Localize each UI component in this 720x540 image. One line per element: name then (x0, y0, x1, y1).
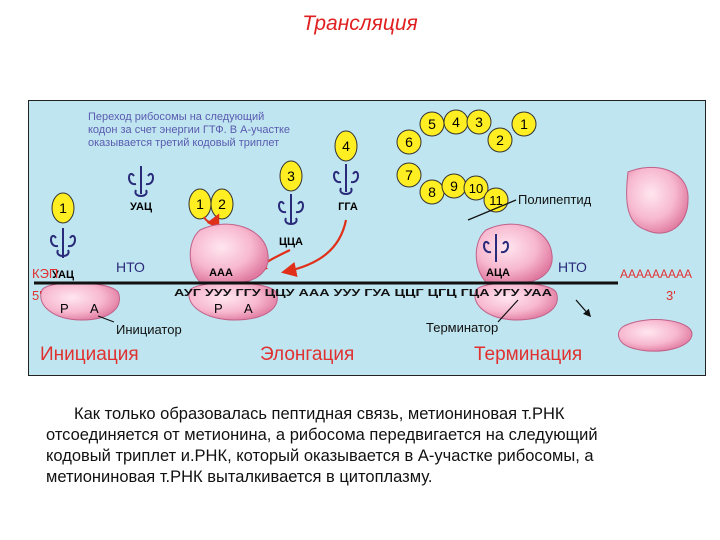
amino-acid-3-label: 3 (475, 114, 483, 130)
note-line-3: оказывается третий кодовый триплет (88, 137, 279, 149)
free-trna-top-anticodon: УАЦ (130, 201, 152, 213)
ribosome-large-subunit-middle (189, 223, 269, 283)
amino-acid-10-label: 10 (469, 181, 483, 196)
free-trna-4-cloverleaf (333, 164, 359, 195)
free-trna-1: 1 УАЦ (50, 192, 76, 281)
mrna-three-prime: 3' (666, 288, 676, 303)
amino-acid-2-chain (487, 127, 513, 153)
initiator-pointer (97, 315, 115, 323)
free-trna-1-anticodon: УАЦ (52, 269, 74, 281)
amino-acid-10 (463, 175, 489, 201)
amino-acid-9-label: 9 (450, 178, 458, 194)
elongation-site-p: Р (214, 301, 223, 316)
amino-acid-6-label: 6 (405, 134, 413, 150)
caption: Как только образовалась пептидная связь,… (46, 404, 686, 488)
caption-line-3: кодовый триплет и.РНК, который оказывает… (46, 447, 594, 465)
nto-right: НТО (558, 259, 587, 275)
translation-diagram: Переход рибосомы на следующий кодон за с… (28, 100, 706, 376)
page-title: Трансляция (302, 12, 418, 35)
stage-termination: Терминация (474, 344, 582, 365)
amino-acid-1-chain-label: 1 (520, 116, 528, 132)
free-trna-1-aa-label: 1 (59, 200, 67, 216)
nto-left: НТО (116, 259, 145, 275)
free-trna-top: УАЦ (128, 166, 154, 213)
amino-acid-5-label: 5 (428, 116, 436, 132)
polypeptide-label: Полипептид (518, 192, 592, 207)
stage-elongation: Элонгация (260, 344, 354, 365)
mrna-poly-a: ААААААААА (620, 267, 692, 281)
initiator-label: Инициатор (116, 322, 182, 337)
initiation-site-a: А (90, 301, 99, 316)
amino-acid-6 (396, 129, 422, 155)
free-trna-3-aa-label: 3 (287, 168, 295, 184)
mrna-five-prime: 5' (32, 288, 42, 303)
release-arrow (575, 299, 592, 318)
mrna-sequence: АУГ УУУ ГГУ ЦЦУ ААА УУУ ГУА ЦЦГ ЦГЦ ГЦА … (174, 287, 553, 299)
elongation-site-a: А (244, 301, 253, 316)
free-trna-3-anticodon: ЦЦА (279, 236, 303, 248)
amino-acid-3 (466, 109, 492, 135)
peptide-bond-arrow (203, 213, 220, 230)
mrna-cap: КЭП (32, 266, 58, 281)
free-trna-3-aa (279, 160, 303, 192)
free-trna-4-aa-label: 4 (342, 138, 350, 154)
amino-acid-1-chain (511, 111, 537, 137)
caption-line-1: Как только образовалась пептидная связь,… (74, 405, 565, 423)
terminator-pointer (497, 299, 519, 323)
free-trna-4-anticodon: ГГА (338, 201, 358, 213)
free-trna-4-aa (334, 130, 358, 162)
free-trna-3-cloverleaf (278, 194, 304, 225)
terminal-trna-cloverleaf (483, 234, 509, 262)
initiation-site-p: Р (60, 301, 69, 316)
released-protein (626, 166, 689, 234)
free-trna-top-cloverleaf (128, 166, 154, 197)
amino-acid-7 (396, 162, 422, 188)
free-trna-1-cloverleaf (50, 228, 76, 257)
terminator-label: Терминатор (426, 320, 498, 335)
ribosome-aa-2 (210, 188, 234, 220)
amino-acid-11-label: 11 (489, 193, 503, 208)
ribosome-aa-2-label: 2 (218, 196, 226, 212)
ribosome-aa-1-label: 1 (196, 196, 204, 212)
amino-acid-4-label: 4 (452, 114, 460, 130)
free-trna-1-aa (51, 192, 75, 224)
released-subunit (617, 319, 693, 352)
note-line-2: кодон за счет энергии ГТФ. В А-участке (88, 124, 290, 136)
polypeptide-chain: 5 4 3 1 2 6 7 8 9 10 11 (396, 109, 537, 213)
amino-acid-7-label: 7 (405, 167, 413, 183)
amino-acid-2-chain-label: 2 (496, 132, 504, 148)
caption-line-2: отсоединяется от метионина, а рибосома п… (46, 426, 598, 444)
terminal-trna-anticodon: АЦА (486, 267, 510, 279)
diagram-panel (28, 100, 706, 376)
amino-acid-8-label: 8 (428, 184, 436, 200)
ribosome-anticodon: ААА (209, 267, 233, 279)
polypeptide-arrow (467, 199, 517, 221)
incoming-trna-arrow-2 (280, 219, 348, 278)
caption-line-4: метиониновая т.РНК выталкивается в цитоп… (46, 468, 433, 486)
stage-initiation: Инициация (40, 344, 139, 365)
note-line-1: Переход рибосомы на следующий (88, 111, 264, 123)
